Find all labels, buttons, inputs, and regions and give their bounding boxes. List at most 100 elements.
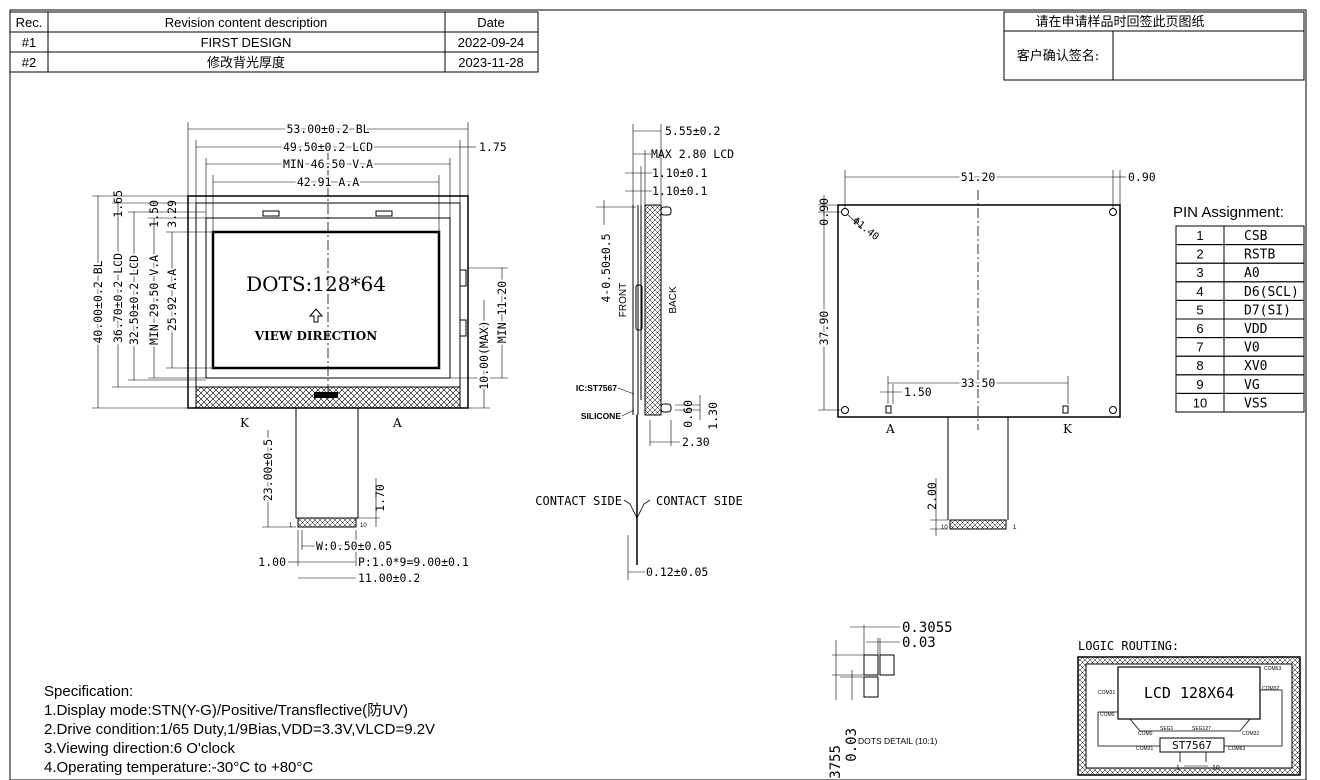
front-k-label: K bbox=[240, 416, 250, 430]
side-view: FRONT BACK 5.55±0.2 MAX 2.80 LCD 1.10±0.… bbox=[535, 124, 743, 580]
logic-com0-bottom: COM0 bbox=[1138, 731, 1153, 737]
pin-number: 3 bbox=[1196, 265, 1203, 280]
back-dim-2-00: 2.00 bbox=[925, 482, 939, 510]
pin-row: 1 CSB bbox=[1175, 225, 1305, 246]
dim-1-65: 1.65 bbox=[111, 190, 125, 218]
dim-10-00-max: 10.00(MAX) bbox=[477, 320, 491, 389]
logic-com63-bottom: COM63 bbox=[1228, 746, 1245, 752]
pin-name: V0 bbox=[1244, 341, 1260, 356]
dim-1-70: 1.70 bbox=[373, 484, 387, 512]
dim-lcd-width: 49.50±0.2 LCD bbox=[283, 140, 373, 154]
active-area bbox=[211, 230, 441, 370]
back-dim-51-20: 51.20 bbox=[961, 170, 996, 184]
rev-header-date: Date bbox=[477, 15, 504, 30]
spec-item-3: 3.Viewing direction:6 O'clock bbox=[44, 740, 236, 757]
logic-ic-box bbox=[1159, 737, 1225, 753]
dim-lcd-height-1: 36.70±0.2 LCD bbox=[111, 253, 125, 343]
pin-number: 5 bbox=[1196, 302, 1203, 317]
side-dim-max-2-80: MAX 2.80 LCD bbox=[651, 147, 734, 161]
spec-item-2: 2.Drive condition:1/65 Duty,1/9Bias,VDD=… bbox=[44, 721, 436, 738]
rev-header-rec: Rec. bbox=[16, 15, 43, 30]
dots-detail-caption: DOTS DETAIL (10:1) bbox=[858, 736, 938, 746]
side-backlight bbox=[644, 204, 662, 416]
dim-bl-height: 40.00±0.2 BL bbox=[91, 260, 105, 343]
dim-va-width: MIN 46.50 V.A bbox=[283, 157, 373, 171]
pin-number: 7 bbox=[1196, 340, 1203, 355]
side-dim-0-60: 0.60 bbox=[681, 400, 695, 428]
back-fpc-pin1: 1 bbox=[1013, 525, 1017, 531]
side-ic-label: IC:ST7567 bbox=[576, 383, 617, 393]
pin-row: 4 D6(SCL) bbox=[1175, 281, 1305, 301]
pin-number: 1 bbox=[1196, 228, 1203, 243]
rev-row2-rec: #2 bbox=[22, 55, 36, 70]
pin-row: 10 VSS bbox=[1175, 392, 1305, 413]
side-contact-left: CONTACT SIDE bbox=[535, 494, 622, 508]
pin-name: D6(SCL) bbox=[1244, 285, 1299, 300]
rev-row2-date: 2023-11-28 bbox=[458, 55, 524, 70]
signoff-label: 客户确认签名: bbox=[1017, 48, 1099, 64]
fpc-pin1: 1 bbox=[289, 523, 293, 529]
logic-com31-bottom: COM31 bbox=[1136, 746, 1153, 752]
signoff-title: 请在申请样品时回签此页图纸 bbox=[1035, 14, 1204, 30]
back-dim-37-90: 37.90 bbox=[817, 311, 831, 346]
dim-aa-height: 25.92 A.A bbox=[165, 269, 179, 331]
dim-va-height: MIN 29.50 V.A bbox=[147, 255, 161, 345]
logic-com0-left: COM0 bbox=[1100, 712, 1115, 718]
pin-name: VSS bbox=[1244, 396, 1267, 411]
back-dim-0-90-top: 0.90 bbox=[817, 198, 831, 226]
drawing-frame bbox=[9, 9, 1307, 780]
dim-aa-width: 42.91 A.A bbox=[297, 175, 359, 189]
pin-name: CSB bbox=[1244, 229, 1268, 244]
dim-lcd-height-2: 32.50±0.2 LCD bbox=[127, 255, 141, 345]
side-silicone-label: SILICONE bbox=[581, 411, 621, 421]
back-k-label: K bbox=[1063, 422, 1073, 436]
side-back-label: BACK bbox=[668, 286, 679, 314]
logic-routing: LOGIC ROUTING: LCD 128X64 ST7567 COM63 C… bbox=[1077, 639, 1301, 776]
dim-1-50: 1.50 bbox=[147, 200, 161, 228]
mount-hole-bl-icon bbox=[841, 406, 849, 414]
dots-detail: 0.3055 0.03 0.3755 0.03 DOTS DETAIL (10:… bbox=[828, 620, 953, 780]
dim-fpc-length: 23.00±0.5 bbox=[261, 439, 275, 501]
logic-pin-1: 1 bbox=[1176, 765, 1180, 772]
logic-com63-top: COM63 bbox=[1264, 666, 1281, 672]
spec-title: Specification: bbox=[44, 683, 134, 700]
logic-lcd-label: LCD 128X64 bbox=[1144, 684, 1234, 702]
pin-number: 4 bbox=[1196, 284, 1203, 299]
pin-number: 10 bbox=[1193, 395, 1207, 410]
side-front-label: FRONT bbox=[618, 283, 629, 317]
dim-pin-width: W:0.50±0.05 bbox=[316, 539, 392, 553]
logic-com32-right: COM32 bbox=[1262, 686, 1279, 692]
back-dim-0-90-right: 0.90 bbox=[1128, 170, 1156, 184]
view-direction-label: VIEW DIRECTION bbox=[254, 329, 377, 343]
logic-com32-bottom: COM32 bbox=[1242, 731, 1259, 737]
pin-number: 2 bbox=[1196, 247, 1203, 262]
side-contact-right: CONTACT SIDE bbox=[656, 494, 743, 508]
pin-name: XV0 bbox=[1244, 359, 1267, 374]
back-dim-1-50: 1.50 bbox=[904, 385, 932, 399]
signoff-box: 请在申请样品时回签此页图纸 客户确认签名: bbox=[1003, 11, 1305, 81]
fpc-contacts bbox=[297, 517, 357, 528]
logic-seg1: SEG1 bbox=[1160, 726, 1174, 732]
logic-lcd-box bbox=[1117, 666, 1261, 720]
side-dim-5-55: 5.55±0.2 bbox=[665, 124, 720, 138]
back-fpc-contacts bbox=[949, 519, 1007, 530]
side-dim-1-30: 1.30 bbox=[706, 402, 720, 430]
side-dim-1-10-a: 1.10±0.1 bbox=[652, 166, 707, 180]
rev-header-desc: Revision content description bbox=[165, 15, 328, 30]
logic-seg127: SEG127 bbox=[1192, 726, 1211, 732]
dots-dim-0-3055: 0.3055 bbox=[902, 620, 953, 636]
pin-number: 8 bbox=[1196, 358, 1203, 373]
logic-ic-label: ST7567 bbox=[1172, 739, 1212, 752]
side-dim-1-10-b: 1.10±0.1 bbox=[652, 184, 707, 198]
logic-routing-title: LOGIC ROUTING: bbox=[1078, 639, 1179, 653]
pin-row: 7 V0 bbox=[1175, 337, 1305, 357]
pin-name: VG bbox=[1244, 378, 1260, 393]
dim-bl-width: 53.00±0.2 BL bbox=[286, 122, 369, 136]
pin-number: 9 bbox=[1196, 377, 1203, 392]
rev-row2-desc: 修改背光厚度 bbox=[207, 55, 285, 70]
dim-1-75: 1.75 bbox=[479, 140, 507, 154]
